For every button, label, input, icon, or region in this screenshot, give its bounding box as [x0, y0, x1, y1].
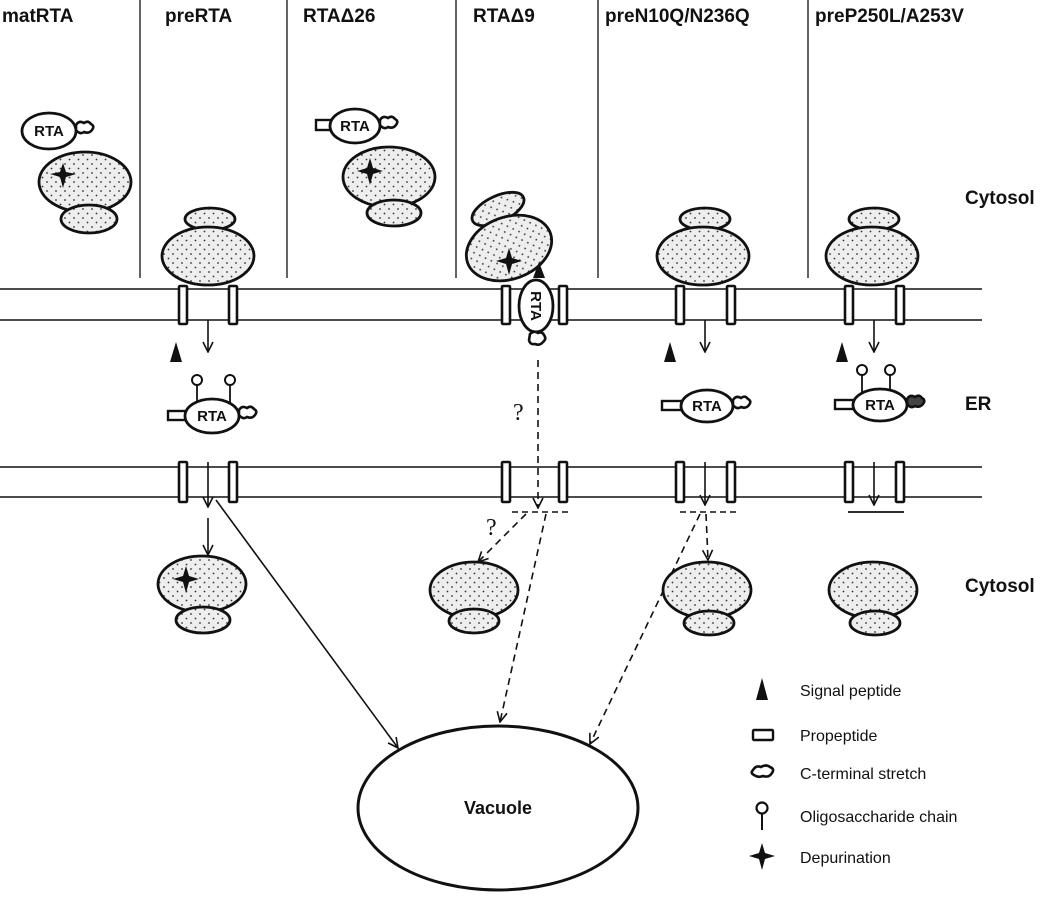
- rta-delta26-free-rta: RTA: [314, 107, 399, 145]
- c-terminal-stretch-icon: [905, 394, 926, 409]
- column-header-matrta: matRTA: [2, 6, 74, 27]
- pren10q-ribosome: [655, 206, 751, 287]
- oligosaccharide-chain-icon: [224, 374, 236, 386]
- prep250l-translocon-top: [843, 284, 906, 326]
- vacuole-label: Vacuole: [464, 798, 532, 818]
- ribosome-small-subunit: [174, 605, 232, 635]
- ribosome-large-subunit: [827, 560, 919, 620]
- ribosome-large-subunit: [824, 225, 920, 287]
- column-header-rta-delta26: RTAΔ26: [303, 6, 375, 27]
- legend-label-depurination: Depurination: [800, 850, 891, 867]
- rta-delta9-translocon-top: [500, 284, 569, 326]
- c-terminal-stretch-icon: [378, 115, 399, 130]
- rta-label: RTA: [340, 118, 370, 135]
- prerta-translocon-bottom: [177, 460, 239, 504]
- c-terminal-stretch-icon: [237, 405, 258, 420]
- oligosaccharide-chain-icon: [884, 364, 896, 376]
- er-membrane-top: [0, 288, 982, 321]
- rta-label: RTA: [34, 123, 64, 140]
- pren10q-cytosol-ribosome: [661, 560, 753, 637]
- legend-label-c-terminal-stretch: C-terminal stretch: [800, 766, 926, 783]
- rta-label: RTA: [197, 408, 227, 425]
- prerta-ribosome: [160, 206, 256, 287]
- oligosaccharide-chain-icon: [755, 801, 769, 815]
- oligosaccharide-chain-icon: [856, 364, 868, 376]
- ribosome-large-subunit: [655, 225, 751, 287]
- ribosome-small-subunit: [682, 609, 736, 637]
- rta-delta9-membrane-rta: RTA: [517, 262, 555, 346]
- pren10q-vacuole-arrow: [590, 513, 701, 744]
- pren10q-er-rta: RTA: [660, 388, 752, 424]
- depurination-icon: [749, 843, 775, 870]
- prep250l-er-rta: RTA: [833, 364, 926, 423]
- signal-peptide-icon: [756, 678, 768, 700]
- pren10q-translocon-bottom: [674, 460, 737, 504]
- pren10q-translocon-top: [674, 284, 737, 326]
- region-label-cytosol-top: Cytosol: [965, 188, 1035, 209]
- legend-label-signal-peptide: Signal peptide: [800, 683, 902, 700]
- ribosome-large-subunit: [37, 150, 133, 214]
- rta-label: RTA: [527, 291, 544, 321]
- prerta-translocon-top: [177, 284, 239, 326]
- c-terminal-stretch-icon: [750, 764, 775, 779]
- rta-label: RTA: [692, 398, 722, 415]
- region-label-cytosol-bottom: Cytosol: [965, 576, 1035, 597]
- column-header-pren10q-n236q: preN10Q/N236Q: [605, 6, 750, 27]
- depurination-icon: [50, 163, 76, 188]
- signal-peptide-icon: [836, 342, 848, 362]
- signal-peptide-icon: [533, 262, 545, 278]
- ribosome-large-subunit: [160, 225, 256, 287]
- column-header-prep250l-a253v: preP250L/A253V: [815, 6, 964, 27]
- legend-label-propeptide: Propeptide: [800, 728, 877, 745]
- prep250l-translocon-bottom: [843, 460, 906, 504]
- ribosome-small-subunit: [365, 198, 423, 228]
- propeptide-icon: [751, 728, 775, 742]
- depurination-icon: [173, 566, 199, 593]
- depurination-icon: [357, 158, 383, 185]
- ribosome-small-subunit: [59, 203, 119, 235]
- pren10q-cytosol-arrow: [706, 513, 708, 560]
- rta-delta9-cytosol-ribosome: [428, 560, 520, 635]
- ribosome-large-subunit: [156, 554, 248, 614]
- prerta-er-rta: RTA: [166, 374, 258, 435]
- legend-label-oligosaccharide-chain: Oligosaccharide chain: [800, 809, 957, 826]
- ribosome-small-subunit: [447, 607, 501, 635]
- matrta-free-rta: RTA: [20, 111, 95, 151]
- prerta-cytosol-ribosome: [156, 554, 248, 635]
- matrta-ribosome: [37, 150, 133, 235]
- c-terminal-stretch-icon: [731, 395, 752, 410]
- rta-delta9-translocon-bottom: [500, 460, 569, 504]
- vacuole: [356, 724, 640, 892]
- er-membrane-bottom: [0, 466, 982, 498]
- rta-delta9-ribosome: [464, 190, 554, 283]
- region-label-er: ER: [965, 394, 992, 415]
- depurination-icon: [496, 248, 522, 275]
- oligosaccharide-chain-icon: [191, 374, 203, 386]
- prerta-vacuole-arrow: [215, 499, 398, 748]
- prep250l-cytosol-ribosome: [827, 560, 919, 637]
- legend: Signal peptide Propeptide C-terminal str…: [749, 678, 957, 870]
- prep250l-ribosome: [824, 206, 920, 287]
- c-terminal-stretch-icon: [527, 330, 547, 346]
- rta-label: RTA: [865, 397, 895, 414]
- signal-peptide-icon: [170, 342, 182, 362]
- rta-delta26-ribosome: [341, 145, 437, 228]
- ribosome-large-subunit: [341, 145, 437, 209]
- ribosome-large-subunit: [661, 560, 753, 620]
- c-terminal-stretch-icon: [74, 120, 95, 135]
- ribosome-small-subunit: [848, 609, 902, 637]
- uncertain-mark: ?: [513, 400, 524, 426]
- signal-peptide-icon: [664, 342, 676, 362]
- column-dividers: [139, 0, 809, 278]
- column-header-prerta: preRTA: [165, 6, 232, 27]
- rta-delta9-vacuole-arrow: [500, 513, 547, 722]
- uncertain-mark: ?: [486, 515, 497, 541]
- column-header-rta-delta9: RTAΔ9: [473, 6, 535, 27]
- propeptide-icon: [660, 399, 684, 412]
